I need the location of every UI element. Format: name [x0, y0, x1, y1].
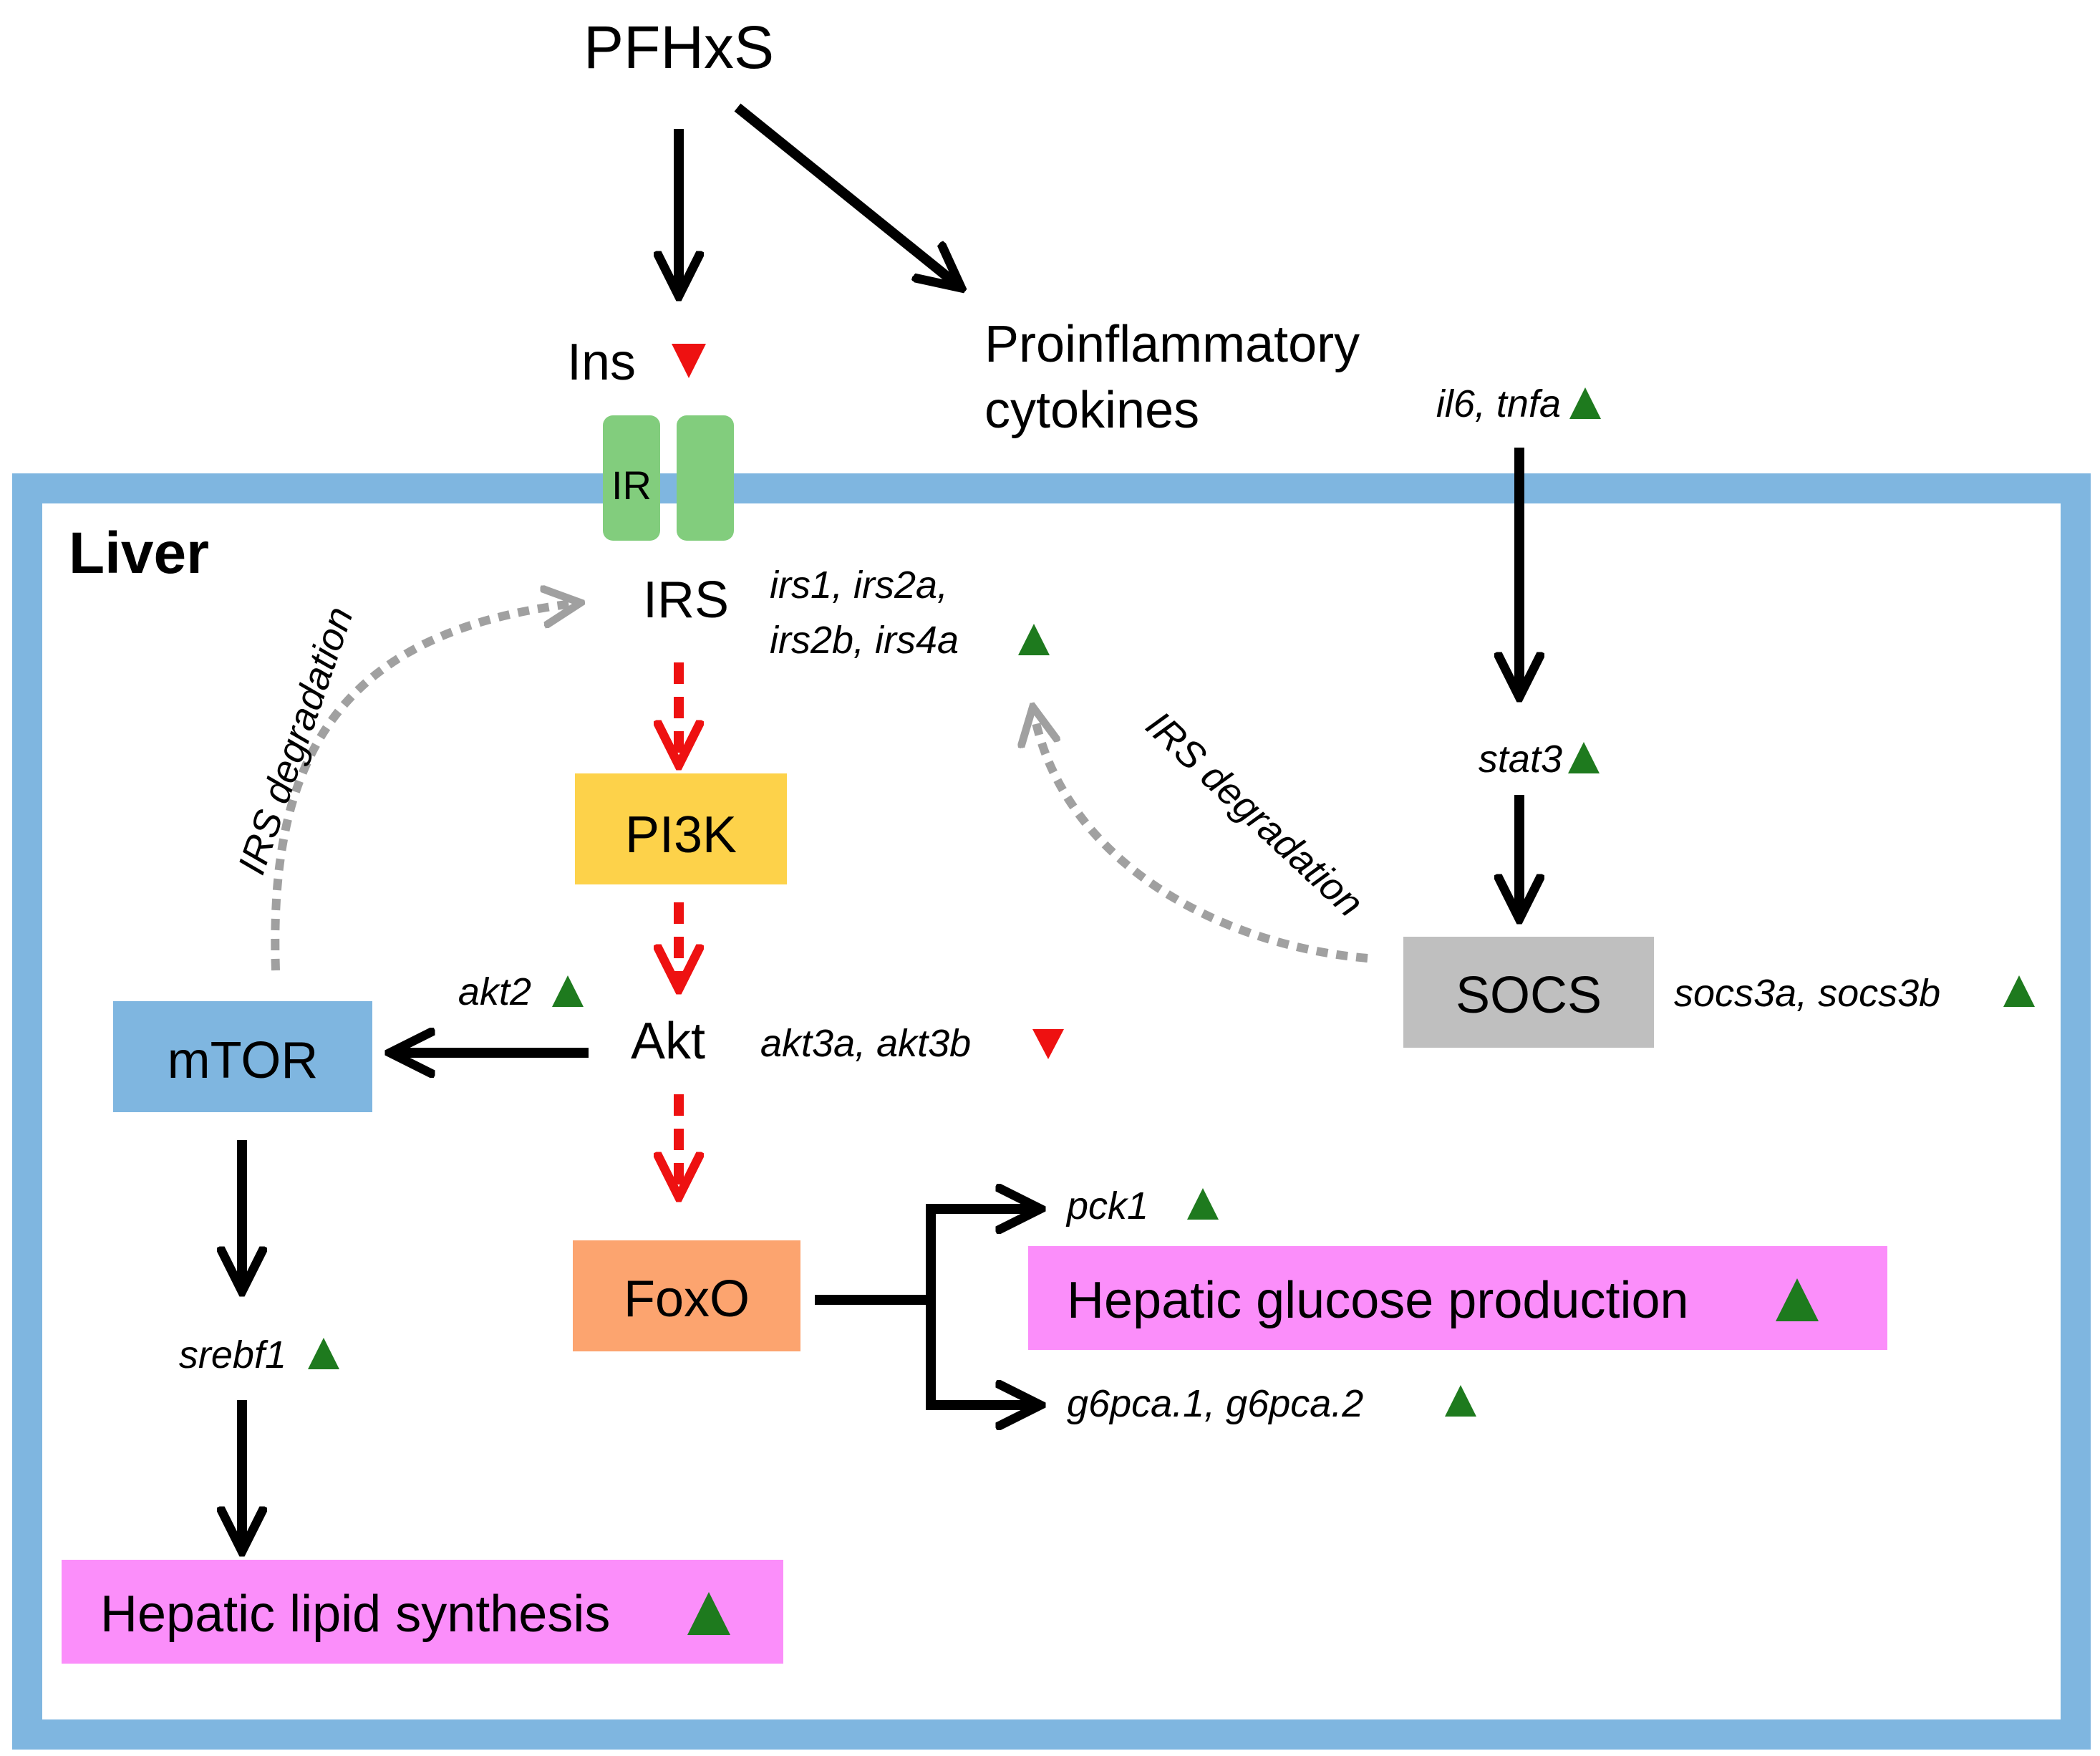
socs-irs-degradation-arrow — [1033, 709, 1368, 963]
glucose-production-label: Hepatic glucose production — [1067, 1272, 1689, 1329]
ir-receptor-right — [677, 415, 734, 541]
socs3-up-marker — [2003, 975, 2035, 1007]
il6-tnfa-genes: il6, tnfa — [1436, 382, 1561, 425]
socs-label: SOCS — [1456, 967, 1602, 1024]
irs-degradation-right-label: IRS degradation — [1138, 703, 1371, 925]
mtor-box — [113, 1001, 372, 1112]
akt3-genes: akt3a, akt3b — [760, 1022, 971, 1065]
akt2-genes: akt2 — [458, 970, 531, 1013]
foxo-to-g6pca-arrow — [926, 1300, 1038, 1405]
akt3-down-marker — [1032, 1029, 1064, 1059]
il6-tnfa-up-marker — [1569, 387, 1601, 419]
mtor-label: mTOR — [168, 1032, 319, 1089]
irs-genes-line2: irs2b, irs4a — [770, 619, 959, 662]
pck1-up-marker — [1187, 1188, 1219, 1220]
g6pca-up-marker — [1445, 1385, 1476, 1417]
stat3-up-marker — [1568, 742, 1600, 773]
irs-degradation-left-label: IRS degradation — [230, 602, 362, 880]
g6pca-genes: g6pca.1, g6pca.2 — [1067, 1382, 1363, 1425]
ins-down-marker — [672, 344, 706, 378]
pi3k-label: PI3K — [625, 806, 737, 864]
foxo-box — [573, 1240, 800, 1351]
glucose-production-box — [1028, 1246, 1887, 1350]
lipid-up-marker — [687, 1592, 730, 1635]
srebf1-up-marker — [308, 1338, 339, 1369]
lipid-synthesis-label: Hepatic lipid synthesis — [100, 1586, 610, 1643]
pi3k-box — [575, 773, 787, 884]
glucose-up-marker — [1776, 1278, 1819, 1321]
irs-label: IRS — [643, 571, 729, 629]
mtor-irs-degradation-arrow — [271, 603, 579, 971]
srebf1-genes: srebf1 — [179, 1333, 286, 1376]
liver-boundary — [12, 473, 2091, 1750]
lipid-synthesis-box — [62, 1560, 783, 1664]
proinflammatory-label-line2: cytokines — [984, 382, 1199, 439]
proinflammatory-label-line1: Proinflammatory — [984, 316, 1360, 373]
stat3-genes: stat3 — [1479, 738, 1562, 781]
akt2-up-marker — [552, 975, 584, 1007]
foxo-to-pck1-arrow — [926, 1209, 1038, 1300]
socs3-genes: socs3a, socs3b — [1674, 972, 1940, 1015]
pck1-genes: pck1 — [1065, 1185, 1148, 1227]
irs-genes-line1: irs1, irs2a, — [770, 564, 948, 607]
ir-label: IR — [611, 463, 652, 508]
pfhxs-to-cytokines-arrow — [734, 103, 959, 286]
akt-label: Akt — [631, 1013, 705, 1070]
foxo-label: FoxO — [624, 1270, 750, 1328]
ir-receptor-left — [603, 415, 660, 541]
liver-label: Liver — [69, 521, 209, 586]
ins-label: Ins — [567, 334, 636, 391]
socs-box — [1403, 937, 1654, 1048]
irs-up-marker — [1018, 624, 1050, 655]
pfhxs-title: PFHxS — [584, 14, 774, 81]
